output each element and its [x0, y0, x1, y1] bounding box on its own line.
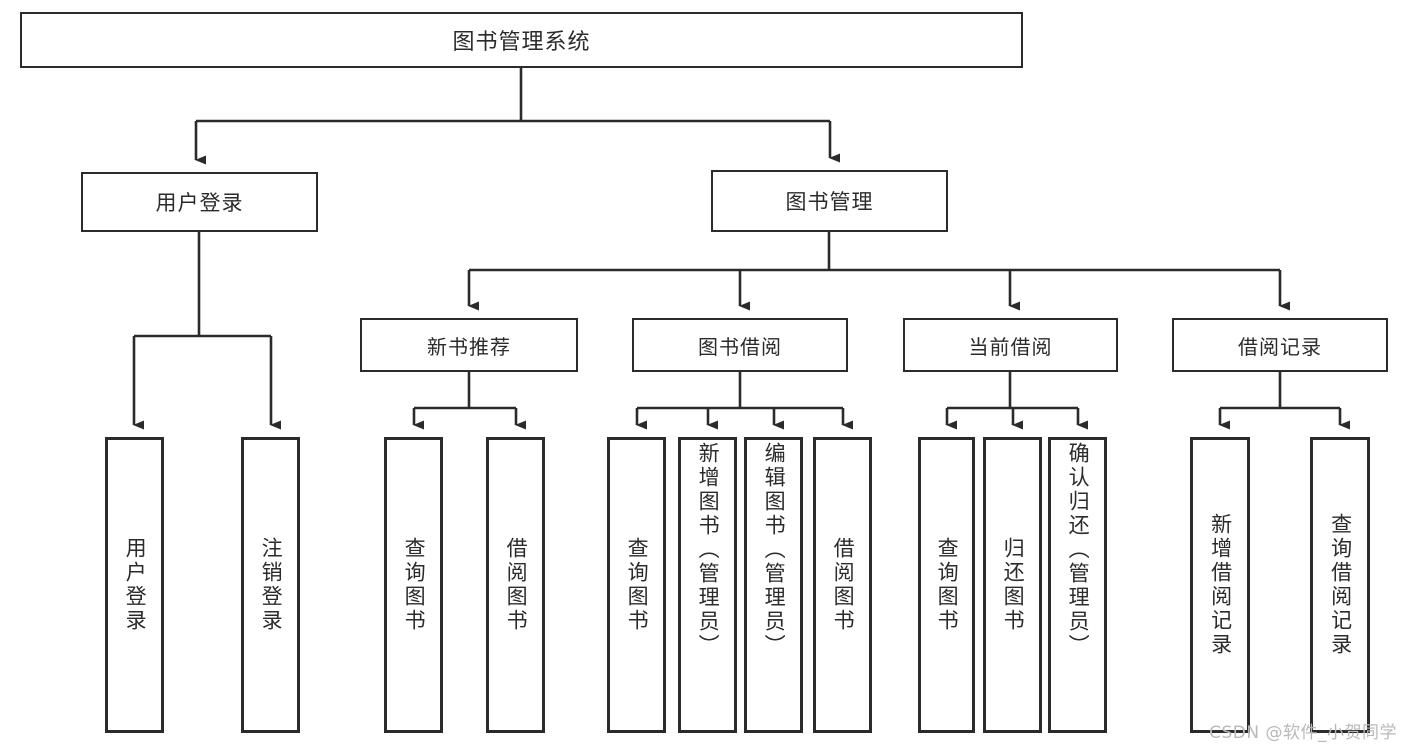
leaf-query-book-recommend[interactable]: 查询图书: [384, 437, 443, 733]
leaf-query-book-current[interactable]: 查询图书: [918, 437, 975, 733]
node-label: 图书管理系统: [452, 30, 591, 55]
leaf-borrow-book-recommend[interactable]: 借阅图书: [486, 437, 545, 733]
node-label: 查询图书: [935, 537, 960, 633]
leaf-query-book-borrow[interactable]: 查询图书: [607, 437, 666, 733]
leaf-edit-book-admin[interactable]: 编辑图书（管理员）: [744, 437, 803, 733]
node-label: 用户登录: [123, 537, 148, 633]
node-label: 查询图书: [625, 537, 650, 633]
node-user-login[interactable]: 用户登录: [81, 172, 318, 232]
node-root-system[interactable]: 图书管理系统: [20, 12, 1023, 68]
node-current-borrow[interactable]: 当前借阅: [903, 318, 1118, 372]
node-label: 借阅图书: [831, 537, 856, 633]
leaf-query-borrow-record[interactable]: 查询借阅记录: [1310, 437, 1370, 733]
node-label: 借阅记录: [1238, 334, 1322, 359]
leaf-user-login[interactable]: 用户登录: [105, 437, 164, 733]
node-label: 图书管理: [785, 190, 874, 214]
node-label: 注销登录: [259, 537, 284, 633]
node-label: 借阅图书: [504, 537, 529, 633]
node-label: 查询借阅记录: [1328, 513, 1353, 657]
leaf-add-book-admin[interactable]: 新增图书（管理员）: [678, 437, 737, 733]
node-label: 新书推荐: [427, 334, 511, 359]
node-label: 用户登录: [155, 191, 244, 215]
leaf-return-book[interactable]: 归还图书: [983, 437, 1042, 733]
node-borrow-record[interactable]: 借阅记录: [1172, 318, 1388, 372]
node-label: 确认归还（管理员）: [1066, 442, 1091, 658]
node-label: 查询图书: [402, 537, 427, 633]
node-book-borrow[interactable]: 图书借阅: [632, 318, 848, 372]
leaf-user-logout[interactable]: 注销登录: [241, 437, 300, 733]
node-new-book-recommend[interactable]: 新书推荐: [360, 318, 578, 372]
node-label: 新增借阅记录: [1208, 513, 1233, 657]
node-label: 当前借阅: [968, 334, 1053, 359]
node-label: 图书借阅: [698, 334, 782, 359]
node-label: 归还图书: [1001, 537, 1026, 633]
node-label: 新增图书（管理员）: [696, 442, 721, 658]
node-label: 编辑图书（管理员）: [762, 442, 787, 658]
node-book-management[interactable]: 图书管理: [711, 170, 948, 232]
leaf-lend-book[interactable]: 借阅图书: [813, 437, 872, 733]
watermark: CSDN @软件_小贺同学: [1209, 723, 1397, 743]
leaf-confirm-return-admin[interactable]: 确认归还（管理员）: [1048, 437, 1107, 733]
leaf-add-borrow-record[interactable]: 新增借阅记录: [1190, 437, 1250, 733]
